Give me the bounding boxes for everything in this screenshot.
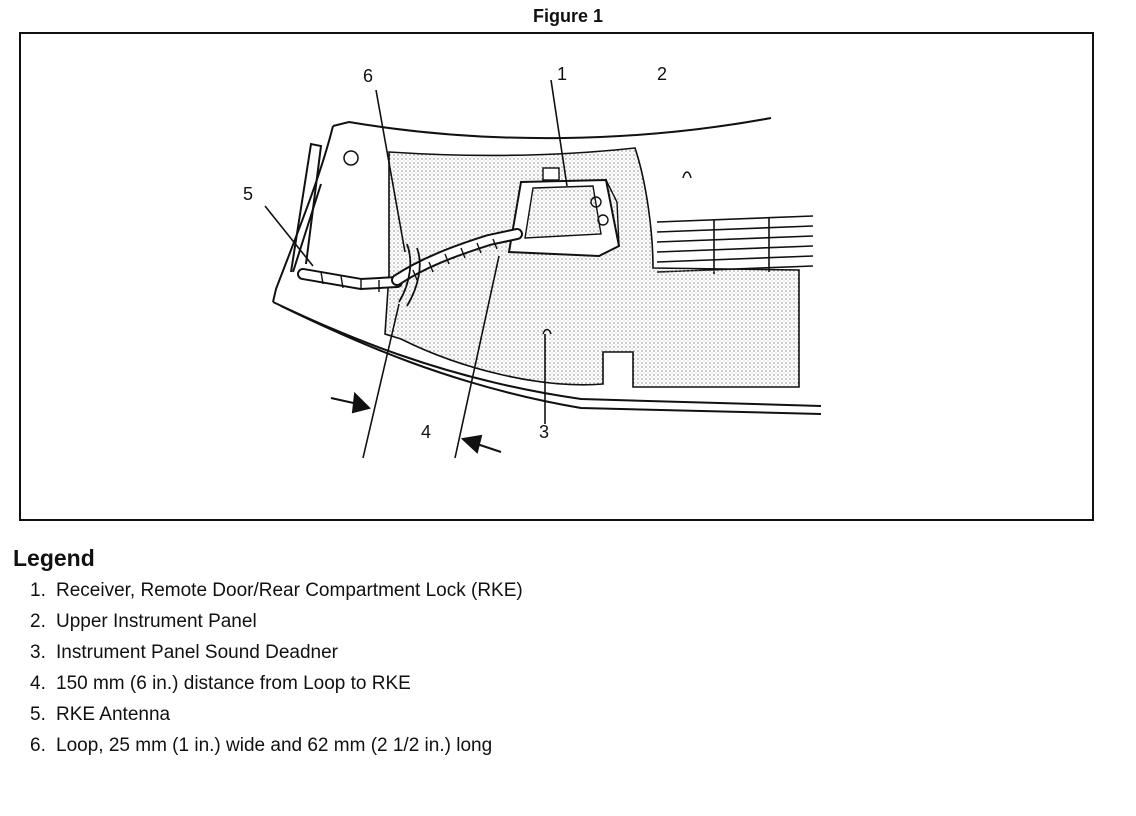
legend-number: 2.: [30, 611, 46, 632]
legend-number: 3.: [30, 642, 46, 663]
legend-text: Instrument Panel Sound Deadner: [56, 642, 339, 663]
legend-item: 5. RKE Antenna: [30, 704, 570, 726]
callout-1: 1: [557, 64, 567, 84]
rke-antenna: [297, 228, 523, 292]
legend-item: 2. Upper Instrument Panel: [30, 611, 570, 633]
callout-3: 3: [539, 422, 549, 442]
rke-receiver: [507, 167, 621, 258]
legend-list: 1. Receiver, Remote Door/Rear Compartment…: [30, 580, 570, 766]
figure-frame: 1 2 3 4 5 6: [19, 32, 1094, 521]
legend-item: 4. 150 mm (6 in.) distance from Loop to R…: [30, 673, 570, 695]
figure-title: Figure 1: [532, 6, 603, 26]
legend-text: Upper Instrument Panel: [56, 611, 257, 632]
callout-5: 5: [243, 184, 253, 204]
panel-markers: [343, 150, 692, 335]
legend-text: RKE Antenna: [56, 704, 171, 725]
callout-4: 4: [421, 422, 431, 442]
dimension-arrows: [330, 391, 502, 454]
legend-number: 5.: [30, 704, 46, 725]
legend-text: Receiver, Remote Door/Rear Compartment L…: [56, 580, 523, 601]
callout-2: 2: [657, 64, 667, 84]
sound-deadener: [384, 147, 800, 388]
legend-item: 6. Loop, 25 mm (1 in.) wide and 62 mm (2 …: [30, 735, 570, 757]
legend-item: 3. Instrument Panel Sound Deadner: [30, 642, 570, 664]
vent-grille: [656, 215, 814, 274]
legend-text: 150 mm (6 in.) distance from Loop to RKE: [56, 673, 411, 694]
upper-instrument-panel: [272, 117, 822, 415]
legend-text: Loop, 25 mm (1 in.) wide and 62 mm (2 1/…: [56, 735, 493, 756]
antenna-loop: [398, 243, 421, 307]
legend-item: 1. Receiver, Remote Door/Rear Compartment…: [30, 580, 570, 602]
instrument-panel-diagram: 1 2 3 4 5 6: [243, 64, 822, 459]
callout-6: 6: [363, 66, 373, 86]
legend-number: 6.: [30, 735, 46, 756]
leader-lines: [264, 79, 568, 459]
legend-number: 1.: [30, 580, 46, 601]
legend-heading: Legend: [13, 545, 95, 571]
legend-number: 4.: [30, 673, 46, 694]
